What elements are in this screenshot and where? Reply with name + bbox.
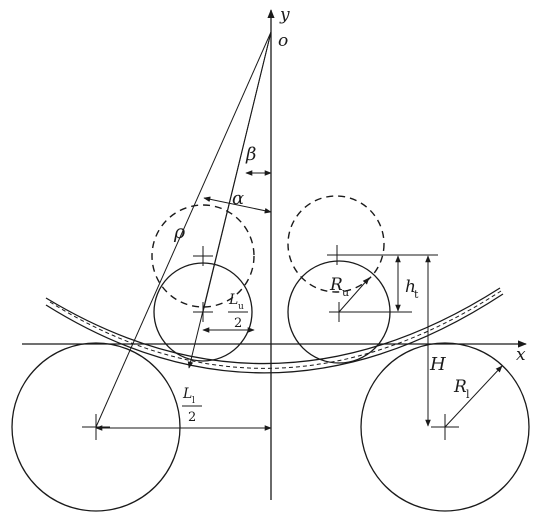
- plate-outer-edge: [45, 287, 501, 365]
- lower-roll-right: [360, 342, 530, 512]
- y-axis-label: y: [279, 5, 290, 25]
- plate-inner-edge: [45, 293, 504, 374]
- alpha-dimension: [203, 196, 272, 214]
- rho-label: ρ: [173, 221, 186, 243]
- rl-label-main: R: [453, 377, 467, 397]
- lu-half-numerator-sub: u: [238, 302, 244, 312]
- ht-label-sub: t: [414, 288, 419, 301]
- lu-half-denominator: 2: [234, 316, 242, 331]
- x-axis-label: x: [516, 345, 526, 365]
- ll-half-numerator-sub: l: [192, 396, 195, 406]
- rho-radius: [187, 31, 272, 369]
- line-o-to-lower-roll: [95, 31, 272, 428]
- ru-radius: [338, 277, 370, 313]
- alpha-label: α: [232, 188, 244, 209]
- ru-label-sub: u: [342, 286, 349, 299]
- lu-half-numerator: L: [228, 292, 238, 308]
- ll-half-numerator: L: [182, 386, 192, 402]
- upper-roll-right-initial: [287, 195, 385, 293]
- rl-radius: [444, 365, 503, 428]
- origin-label: o: [278, 31, 288, 51]
- ht-label-main: h: [405, 277, 416, 297]
- h-label: H: [429, 354, 446, 375]
- rl-label-sub: l: [466, 388, 470, 401]
- ll-half-denominator: 2: [188, 410, 196, 425]
- beta-label: β: [245, 144, 256, 165]
- upper-roll-left-initial: [151, 204, 255, 308]
- ru-label-main: R: [329, 275, 343, 295]
- plate-neutral-line: [49, 290, 502, 369]
